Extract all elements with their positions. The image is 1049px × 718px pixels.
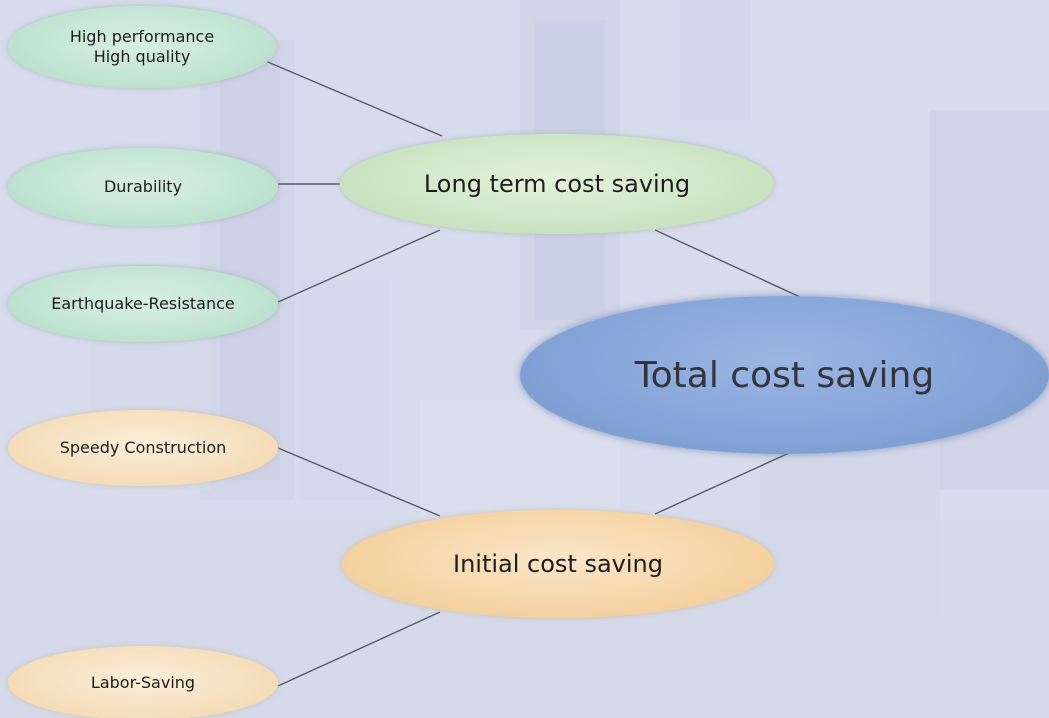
link-longterm-to-total (654, 229, 801, 298)
node-total-cost-saving: Total cost saving (520, 296, 1049, 454)
factor-speedy-construction: Speedy Construction (8, 410, 278, 486)
node-long-term-cost-saving: Long term cost saving (340, 134, 774, 234)
link-labor-to-initial (277, 611, 441, 687)
factor-high-performance-quality: High performance High quality (8, 6, 276, 88)
link-initial-to-total (654, 447, 801, 515)
factor-earthquake-resistance: Earthquake-Resistance (8, 266, 278, 342)
link-hpq-to-longterm (255, 56, 443, 137)
factor-labor-saving: Labor-Saving (8, 646, 278, 718)
link-earthquake-to-longterm (277, 229, 441, 303)
factor-durability: Durability (8, 148, 278, 226)
node-initial-cost-saving: Initial cost saving (342, 510, 774, 618)
link-speedy-to-initial (277, 447, 441, 517)
